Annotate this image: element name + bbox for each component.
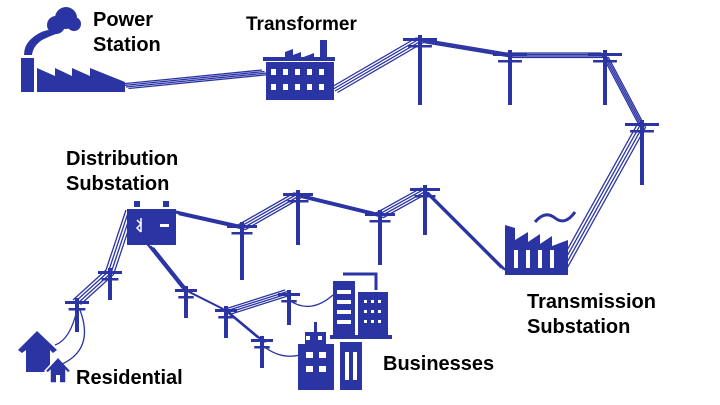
power-line bbox=[170, 187, 502, 269]
power-line bbox=[77, 212, 132, 304]
power-line bbox=[120, 69, 263, 85]
power-line bbox=[226, 292, 291, 314]
power-line bbox=[329, 37, 639, 271]
power-line bbox=[334, 40, 644, 274]
power-line bbox=[75, 211, 130, 302]
utility-pole-icon bbox=[410, 185, 440, 235]
residential-houses-icon bbox=[18, 331, 73, 384]
power-line bbox=[72, 209, 127, 301]
power-line bbox=[221, 289, 286, 311]
power-line bbox=[125, 72, 268, 88]
transmission-label-line2: Substation bbox=[527, 316, 631, 338]
power-line bbox=[175, 190, 507, 272]
transmission-label-line1: Transmission bbox=[527, 291, 656, 313]
power-line bbox=[229, 293, 293, 316]
power-line bbox=[224, 290, 288, 313]
power-line bbox=[332, 38, 642, 272]
power-line bbox=[152, 247, 266, 343]
power-station-icon bbox=[21, 7, 125, 92]
utility-pole-icon bbox=[227, 222, 257, 280]
service-drop-line bbox=[59, 309, 86, 366]
businesses-label: Businesses bbox=[383, 353, 495, 375]
utility-pole-icon bbox=[278, 290, 300, 325]
distribution-label-line2: Substation bbox=[66, 173, 170, 195]
power-line bbox=[178, 191, 509, 273]
power-line bbox=[123, 70, 265, 87]
utility-pole-icon bbox=[98, 268, 122, 300]
power-line bbox=[80, 214, 135, 305]
service-drop-line bbox=[54, 309, 78, 346]
transmission-substation-icon bbox=[505, 211, 577, 275]
power-station-label: Power Station bbox=[93, 8, 161, 58]
business-buildings-icon bbox=[298, 272, 392, 390]
distribution-substation-icon bbox=[127, 201, 176, 245]
transformer-label: Transformer bbox=[246, 14, 357, 35]
distribution-label-line1: Distribution bbox=[66, 148, 179, 170]
transmission-substation-label: Transmission Substation bbox=[527, 290, 656, 340]
power-line bbox=[173, 188, 504, 270]
residential-label: Residential bbox=[76, 367, 183, 389]
power-lines bbox=[54, 37, 647, 366]
service-drop-line bbox=[288, 294, 334, 307]
power-line bbox=[128, 73, 270, 90]
service-drop-line bbox=[261, 344, 301, 357]
utility-pole-icon bbox=[365, 210, 395, 265]
utility-pole-icon bbox=[625, 120, 659, 185]
transformer-icon bbox=[263, 40, 335, 100]
power-station-label-line2: Station bbox=[93, 34, 161, 56]
power-station-label-line1: Power bbox=[93, 9, 154, 31]
power-line bbox=[337, 41, 647, 275]
utility-pole-icon bbox=[65, 298, 89, 332]
utility-pole-icon bbox=[493, 50, 527, 105]
distribution-substation-label: Distribution Substation bbox=[66, 147, 178, 197]
